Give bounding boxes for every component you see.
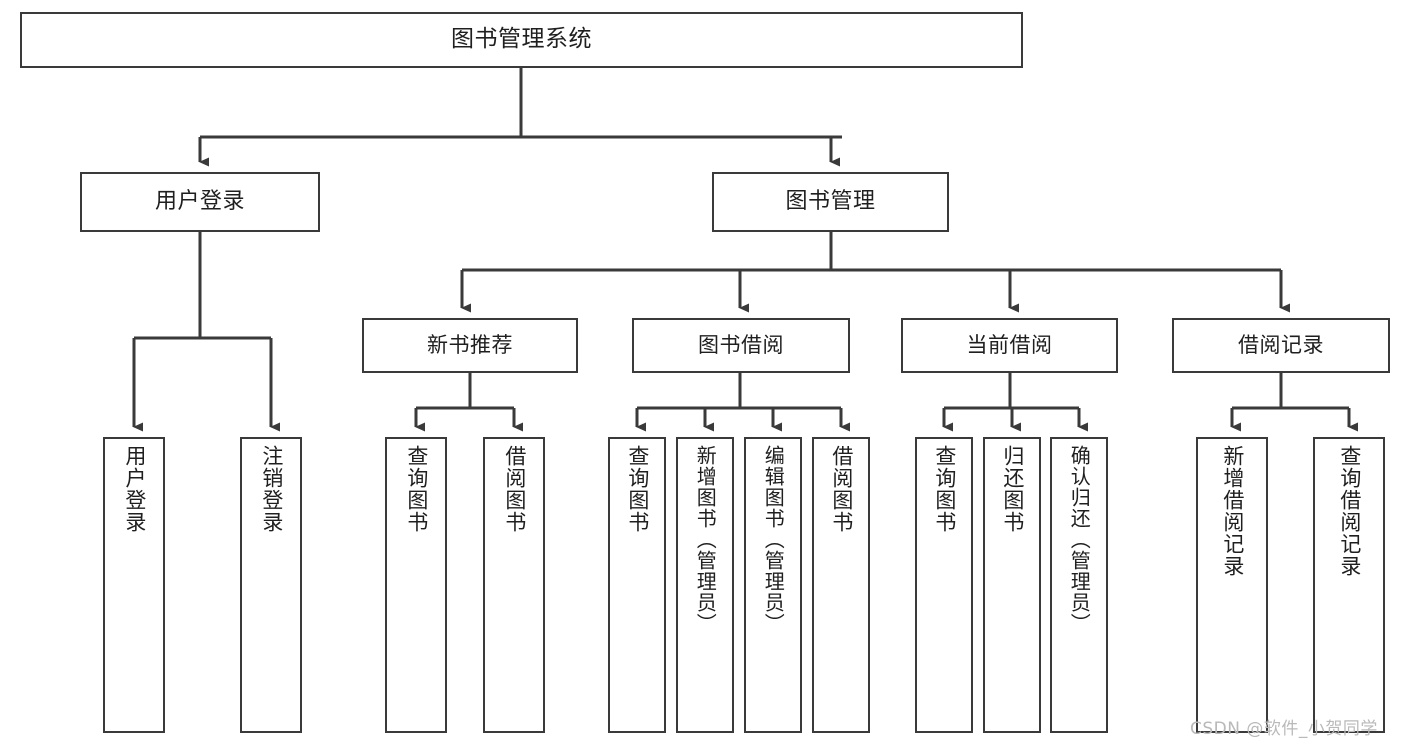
node-leaf[interactable]: 新增图书（管理员） [676, 437, 734, 733]
node-leaf[interactable]: 查询图书 [385, 437, 447, 733]
node-new-book-recommend-label: 新书推荐 [427, 332, 513, 357]
node-leaf[interactable]: 查询借阅记录 [1313, 437, 1385, 733]
node-leaf-label: 查询图书 [932, 445, 957, 533]
node-leaf-label: 借阅图书 [502, 445, 527, 533]
node-leaf[interactable]: 注销登录 [240, 437, 302, 733]
node-book-management[interactable]: 图书管理 [712, 172, 949, 232]
node-leaf-label: 新增借阅记录 [1220, 445, 1245, 577]
watermark: CSDN @软件_小贺同学 [1190, 719, 1378, 739]
node-leaf-label: 注销登录 [259, 445, 284, 533]
node-leaf-label: 归还图书 [1000, 445, 1025, 533]
node-leaf[interactable]: 借阅图书 [812, 437, 870, 733]
node-root-label: 图书管理系统 [451, 26, 592, 53]
node-leaf[interactable]: 借阅图书 [483, 437, 545, 733]
node-leaf[interactable]: 用户登录 [103, 437, 165, 733]
node-current-borrow-label: 当前借阅 [966, 332, 1053, 357]
node-current-borrow[interactable]: 当前借阅 [901, 318, 1118, 373]
node-leaf[interactable]: 查询图书 [608, 437, 666, 733]
node-leaf-label: 新增图书（管理员） [693, 445, 718, 634]
node-user-login[interactable]: 用户登录 [80, 172, 320, 232]
node-leaf-label: 确认归还（管理员） [1067, 445, 1092, 634]
node-book-borrow[interactable]: 图书借阅 [632, 318, 850, 373]
node-book-borrow-label: 图书借阅 [698, 332, 784, 357]
node-borrow-record-label: 借阅记录 [1238, 332, 1324, 357]
node-root[interactable]: 图书管理系统 [20, 12, 1023, 68]
node-leaf[interactable]: 新增借阅记录 [1196, 437, 1268, 733]
node-leaf[interactable]: 确认归还（管理员） [1050, 437, 1108, 733]
node-leaf-label: 查询借阅记录 [1337, 445, 1362, 577]
node-borrow-record[interactable]: 借阅记录 [1172, 318, 1390, 373]
node-new-book-recommend[interactable]: 新书推荐 [362, 318, 578, 373]
node-book-management-label: 图书管理 [785, 188, 876, 214]
node-leaf[interactable]: 编辑图书（管理员） [744, 437, 802, 733]
node-leaf-label: 借阅图书 [829, 445, 854, 533]
node-leaf[interactable]: 归还图书 [983, 437, 1041, 733]
node-leaf[interactable]: 查询图书 [915, 437, 973, 733]
node-user-login-label: 用户登录 [154, 188, 245, 214]
node-leaf-label: 编辑图书（管理员） [761, 445, 786, 634]
node-leaf-label: 查询图书 [404, 445, 429, 533]
node-leaf-label: 用户登录 [122, 445, 147, 533]
node-leaf-label: 查询图书 [625, 445, 650, 533]
